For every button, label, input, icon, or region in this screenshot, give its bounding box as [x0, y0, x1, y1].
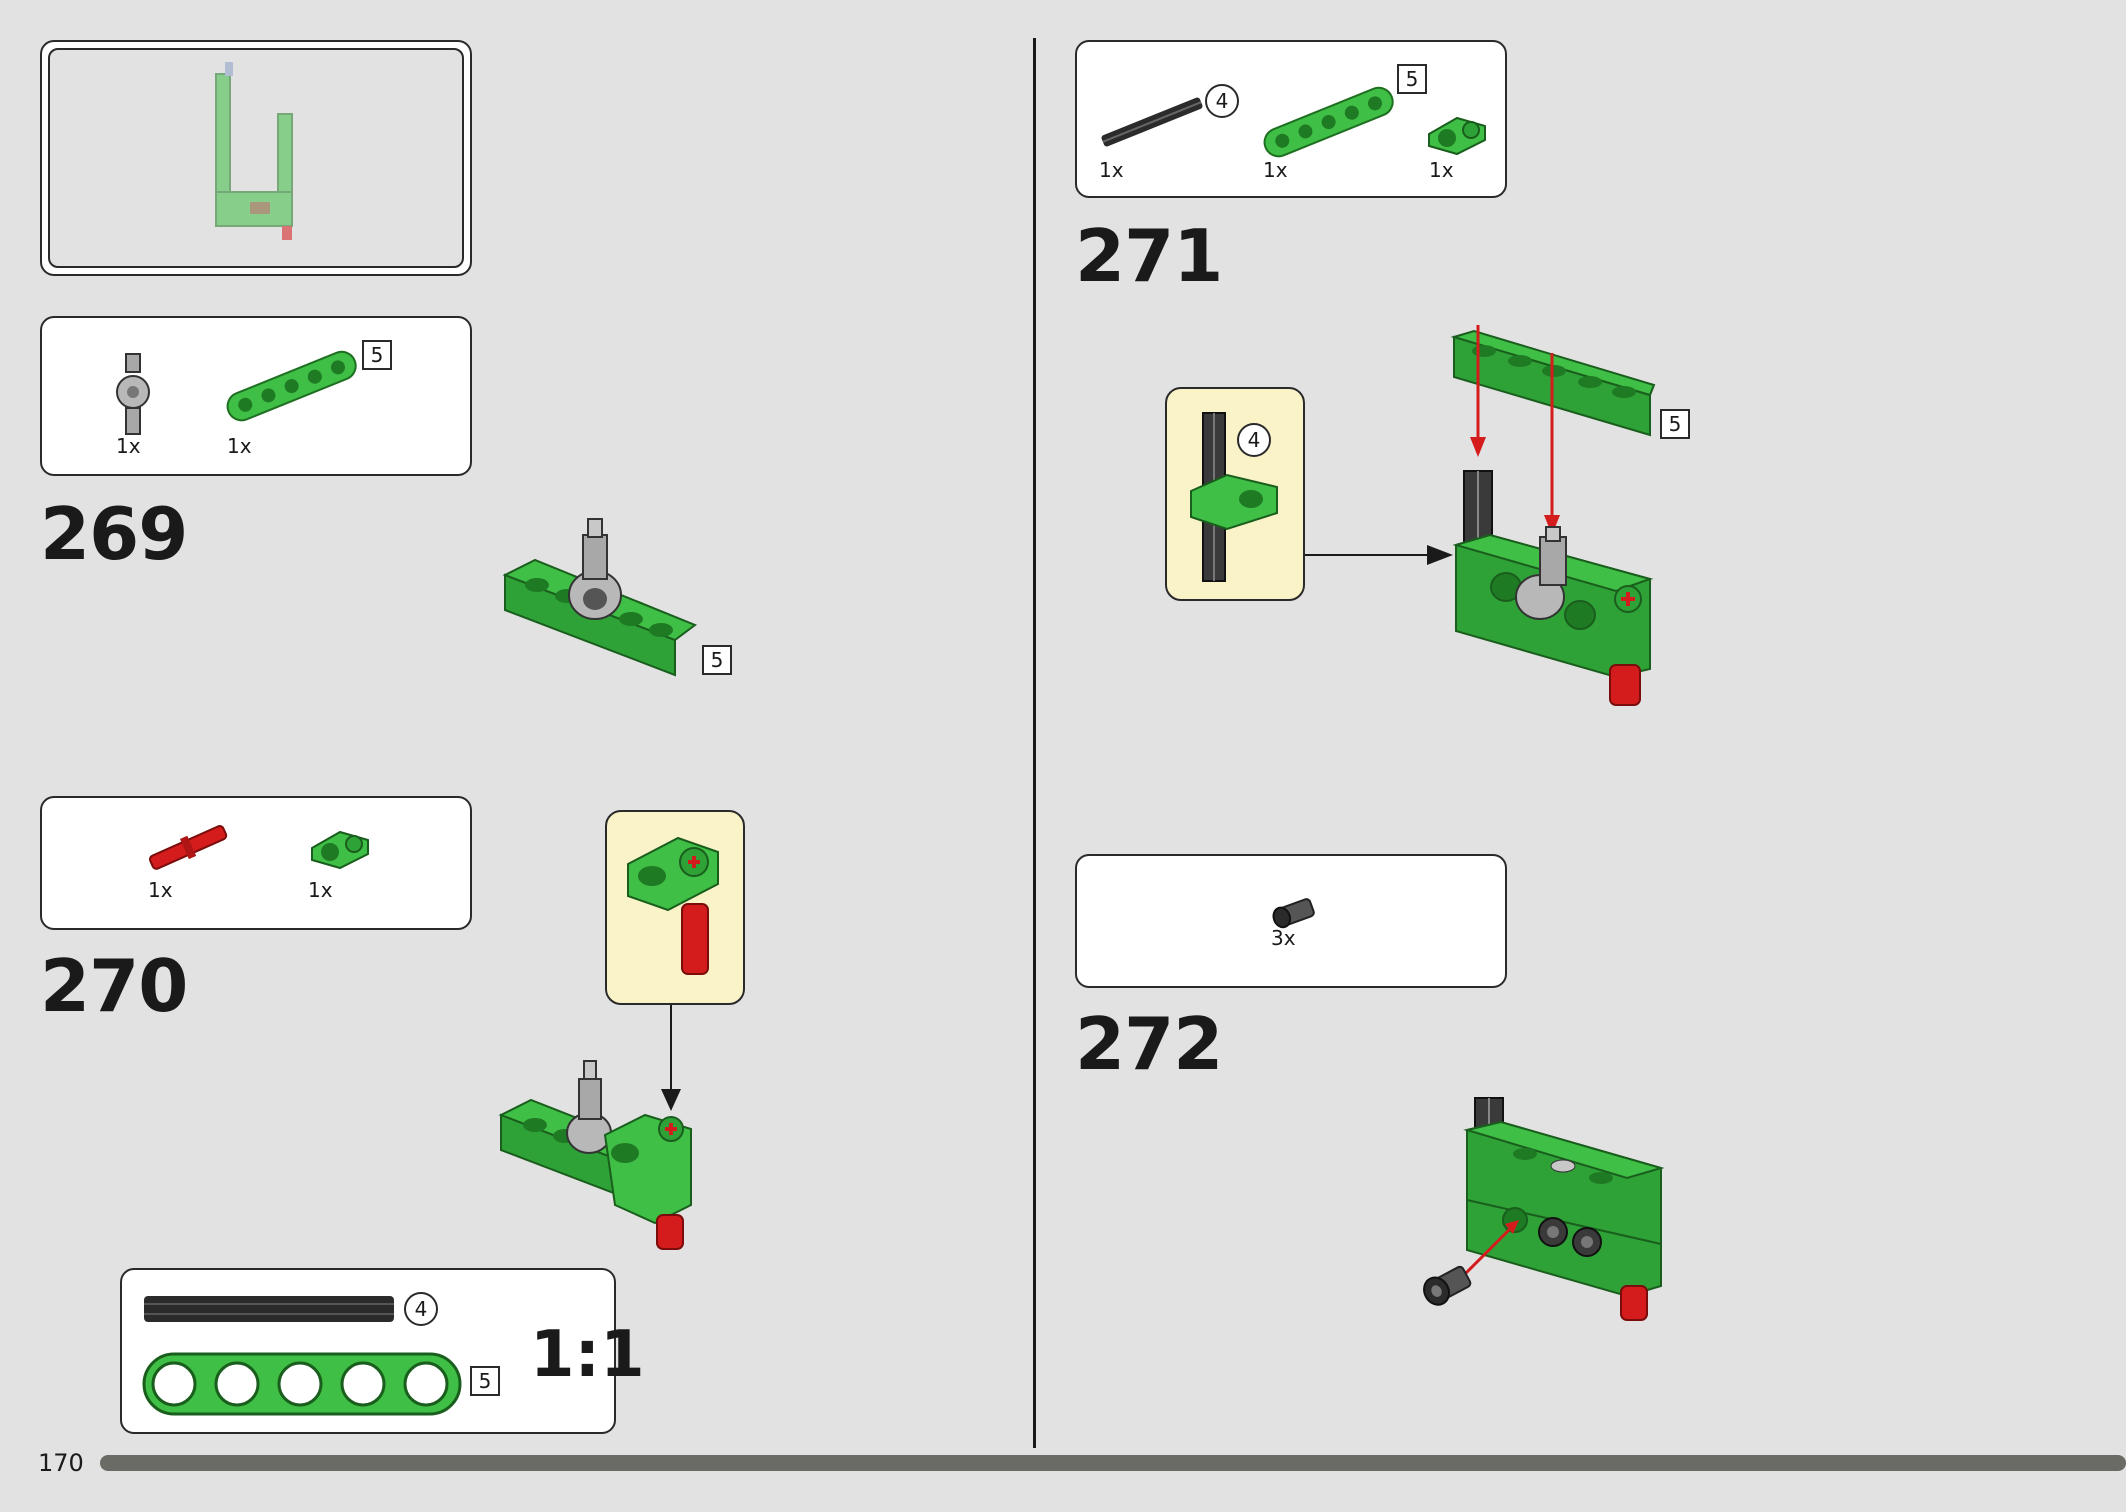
step-number: 270 [40, 944, 188, 1028]
beam-size-label: 5 [1397, 64, 1427, 94]
subassembly-callout-271: 4 [1165, 387, 1305, 601]
grey-pin-connector-icon [116, 353, 150, 435]
callout-cross-block-pin [627, 836, 719, 975]
dark-bush-icon [1272, 898, 1315, 929]
model-preview-image [215, 62, 293, 240]
beam-size-label: 5 [362, 340, 392, 370]
step-272-assembly [1423, 1097, 1665, 1321]
part-qty: 1x [148, 878, 173, 902]
step-number: 271 [1075, 214, 1223, 298]
black-axle-4-icon [1101, 97, 1203, 147]
green-cross-block-icon [311, 830, 369, 870]
part-qty: 1x [308, 878, 333, 902]
step-number: 272 [1075, 1002, 1223, 1086]
axle-size-label: 4 [1237, 423, 1271, 457]
beam-5-scale-icon [142, 1352, 462, 1416]
parts-box-272: 3x [1075, 854, 1507, 988]
green-beam-5-icon [1263, 86, 1394, 158]
subassembly-callout-270 [605, 810, 745, 1005]
green-beam-5-icon [226, 350, 357, 422]
scale-guide-box: 4 5 1:1 [120, 1268, 645, 1434]
beam-size-label: 5 [470, 1366, 500, 1396]
callout-axle-block [1190, 412, 1278, 582]
step-271-assembly [1450, 325, 1656, 706]
right-arrow [1305, 545, 1453, 565]
part-qty: 1x [1263, 158, 1288, 182]
red-axle-pin-icon [148, 825, 228, 870]
parts-box-271: 4 1x 5 1x 1x [1075, 40, 1507, 198]
beam-size-label: 5 [702, 645, 732, 675]
axle-size-label: 4 [1205, 84, 1239, 118]
part-qty: 1x [1099, 158, 1124, 182]
parts-box-270: 1x 1x [40, 796, 472, 930]
down-arrow [661, 1005, 681, 1111]
axle-size-label: 4 [404, 1292, 438, 1326]
progress-bar [100, 1455, 2126, 1471]
beam-size-label: 5 [1660, 409, 1690, 439]
part-qty: 1x [116, 434, 141, 458]
model-preview-box [40, 40, 472, 276]
scale-ratio: 1:1 [530, 1318, 645, 1392]
step-270-assembly [498, 1060, 692, 1250]
part-qty: 1x [227, 434, 252, 458]
step-269-assembly [502, 518, 698, 677]
page-number: 170 [38, 1449, 84, 1477]
axle-4-scale-icon [144, 1296, 394, 1322]
part-qty: 1x [1429, 158, 1454, 182]
part-qty: 3x [1271, 926, 1296, 950]
page-divider [1033, 38, 1036, 1448]
green-cross-block-icon [1428, 116, 1486, 156]
parts-box-269: 1x 1x 5 [40, 316, 472, 476]
step-number: 269 [40, 492, 188, 576]
